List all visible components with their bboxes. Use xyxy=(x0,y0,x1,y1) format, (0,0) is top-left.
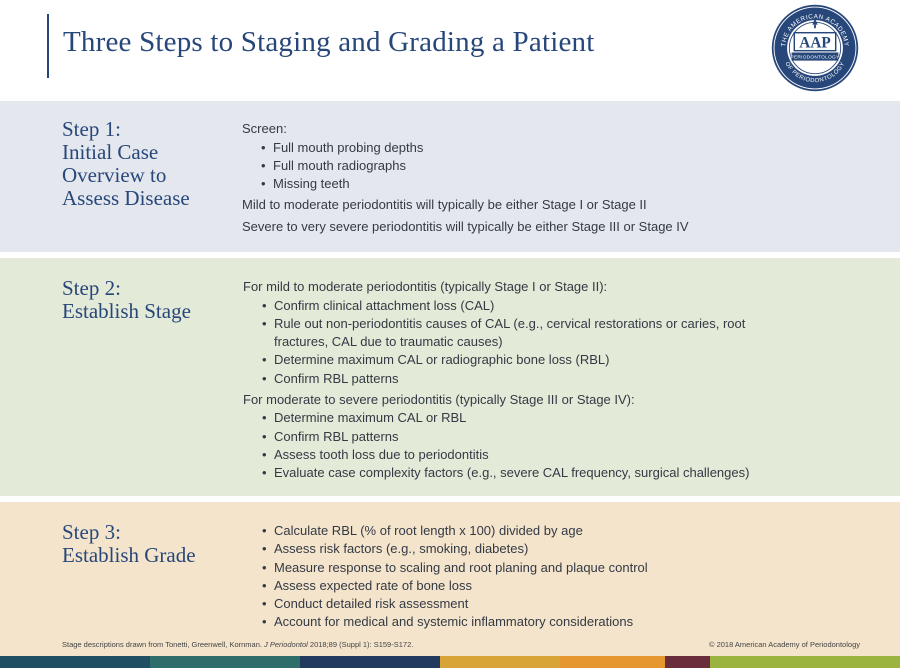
step-1-heading: Step 1: Initial Case Overview to Assess … xyxy=(62,117,190,210)
source-citation: Stage descriptions drawn from Tonetti, G… xyxy=(62,640,414,649)
step-3-bullet-list: Calculate RBL (% of root length x 100) d… xyxy=(243,522,843,632)
logo-acronym: AAP xyxy=(799,35,830,52)
step-2-bullet-list: Confirm clinical attachment loss (CAL) R… xyxy=(243,297,793,389)
list-item: Confirm clinical attachment loss (CAL) xyxy=(243,297,793,316)
page-title: Three Steps to Staging and Grading a Pat… xyxy=(63,26,595,58)
step-1-note: Severe to very severe periodontitis will… xyxy=(242,218,689,234)
copyright-notice: © 2018 American Academy of Periodontolog… xyxy=(708,640,860,649)
step-1-intro: Screen: xyxy=(242,121,287,136)
list-item: Conduct detailed risk assessment xyxy=(243,595,843,614)
step-2-bullet-list: Determine maximum CAL or RBL Confirm RBL… xyxy=(243,409,793,482)
footer-stripe-segment xyxy=(300,656,440,668)
list-item: Confirm RBL patterns xyxy=(243,428,793,447)
step-2-group-intro: For mild to moderate periodontitis (typi… xyxy=(243,279,608,294)
footer-stripe-segment xyxy=(665,656,710,668)
title-accent-bar xyxy=(47,14,49,78)
step-1-note: Mild to moderate periodontitis will typi… xyxy=(242,197,647,213)
list-item: Measure response to scaling and root pla… xyxy=(243,559,843,578)
aap-logo: THE AMERICAN ACADEMY OF PERIODONTOLOGY A… xyxy=(771,4,859,92)
list-item: Full mouth probing depths xyxy=(242,139,862,158)
list-item: Determine maximum CAL or radiographic bo… xyxy=(243,351,793,370)
footer-stripe-segment xyxy=(0,656,150,668)
footer-stripe-segment xyxy=(710,656,900,668)
step-1-bullet-list: Full mouth probing depths Full mouth rad… xyxy=(242,139,862,194)
footer-stripe-segment xyxy=(560,656,665,668)
footer-stripe-segment xyxy=(440,656,560,668)
step-3-heading: Step 3: Establish Grade xyxy=(62,520,196,567)
footer-stripe-segment xyxy=(150,656,300,668)
list-item: Assess tooth loss due to periodontitis xyxy=(243,446,793,465)
logo-banner-text: PERIODONTOLOGY xyxy=(791,54,841,60)
list-item: Missing teeth xyxy=(242,175,862,194)
list-item: Rule out non-periodontitis causes of CAL… xyxy=(243,315,793,352)
step-1-content: Screen: Full mouth probing depths Full m… xyxy=(242,120,862,236)
list-item: Assess risk factors (e.g., smoking, diab… xyxy=(243,540,843,559)
list-item: Calculate RBL (% of root length x 100) d… xyxy=(243,522,843,541)
step-3-content: Calculate RBL (% of root length x 100) d… xyxy=(243,522,843,632)
list-item: Evaluate case complexity factors (e.g., … xyxy=(243,464,793,483)
list-item: Account for medical and systemic inflamm… xyxy=(243,613,843,632)
list-item: Assess expected rate of bone loss xyxy=(243,577,843,596)
step-2-heading: Step 2: Establish Stage xyxy=(62,276,191,323)
list-item: Full mouth radiographs xyxy=(242,157,862,176)
list-item: Confirm RBL patterns xyxy=(243,370,793,389)
step-2-content: For mild to moderate periodontitis (typi… xyxy=(243,278,793,483)
step-2-group-intro: For moderate to severe periodontitis (ty… xyxy=(243,391,635,407)
list-item: Determine maximum CAL or RBL xyxy=(243,409,793,428)
